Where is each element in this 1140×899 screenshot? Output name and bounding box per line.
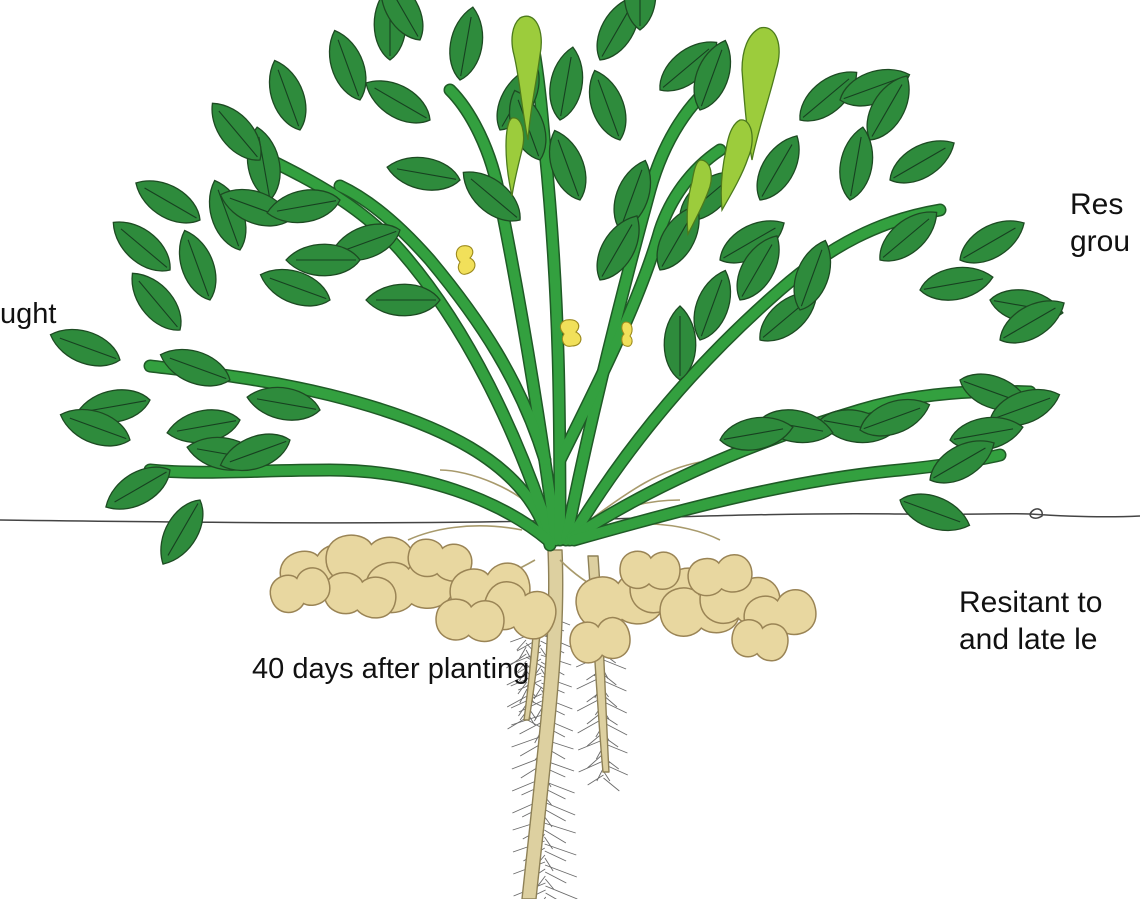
pod-cluster: [266, 532, 819, 665]
annotation-rosette-line1: Res: [1070, 186, 1130, 223]
annotation-drought: ught: [0, 296, 56, 333]
annotation-rosette: Res grou: [1070, 186, 1130, 260]
annotation-leaf-spot: Resitant to and late le: [959, 584, 1102, 658]
annotation-maturity-text: 40 days after planting: [252, 653, 529, 685]
annotation-rosette-line2: grou: [1070, 223, 1130, 260]
annotation-maturity: 40 days after planting: [252, 651, 529, 688]
annotation-drought-text: ught: [0, 298, 56, 330]
annotation-leaf-spot-line2: and late le: [959, 621, 1102, 658]
annotation-leaf-spot-line1: Resitant to: [959, 584, 1102, 621]
